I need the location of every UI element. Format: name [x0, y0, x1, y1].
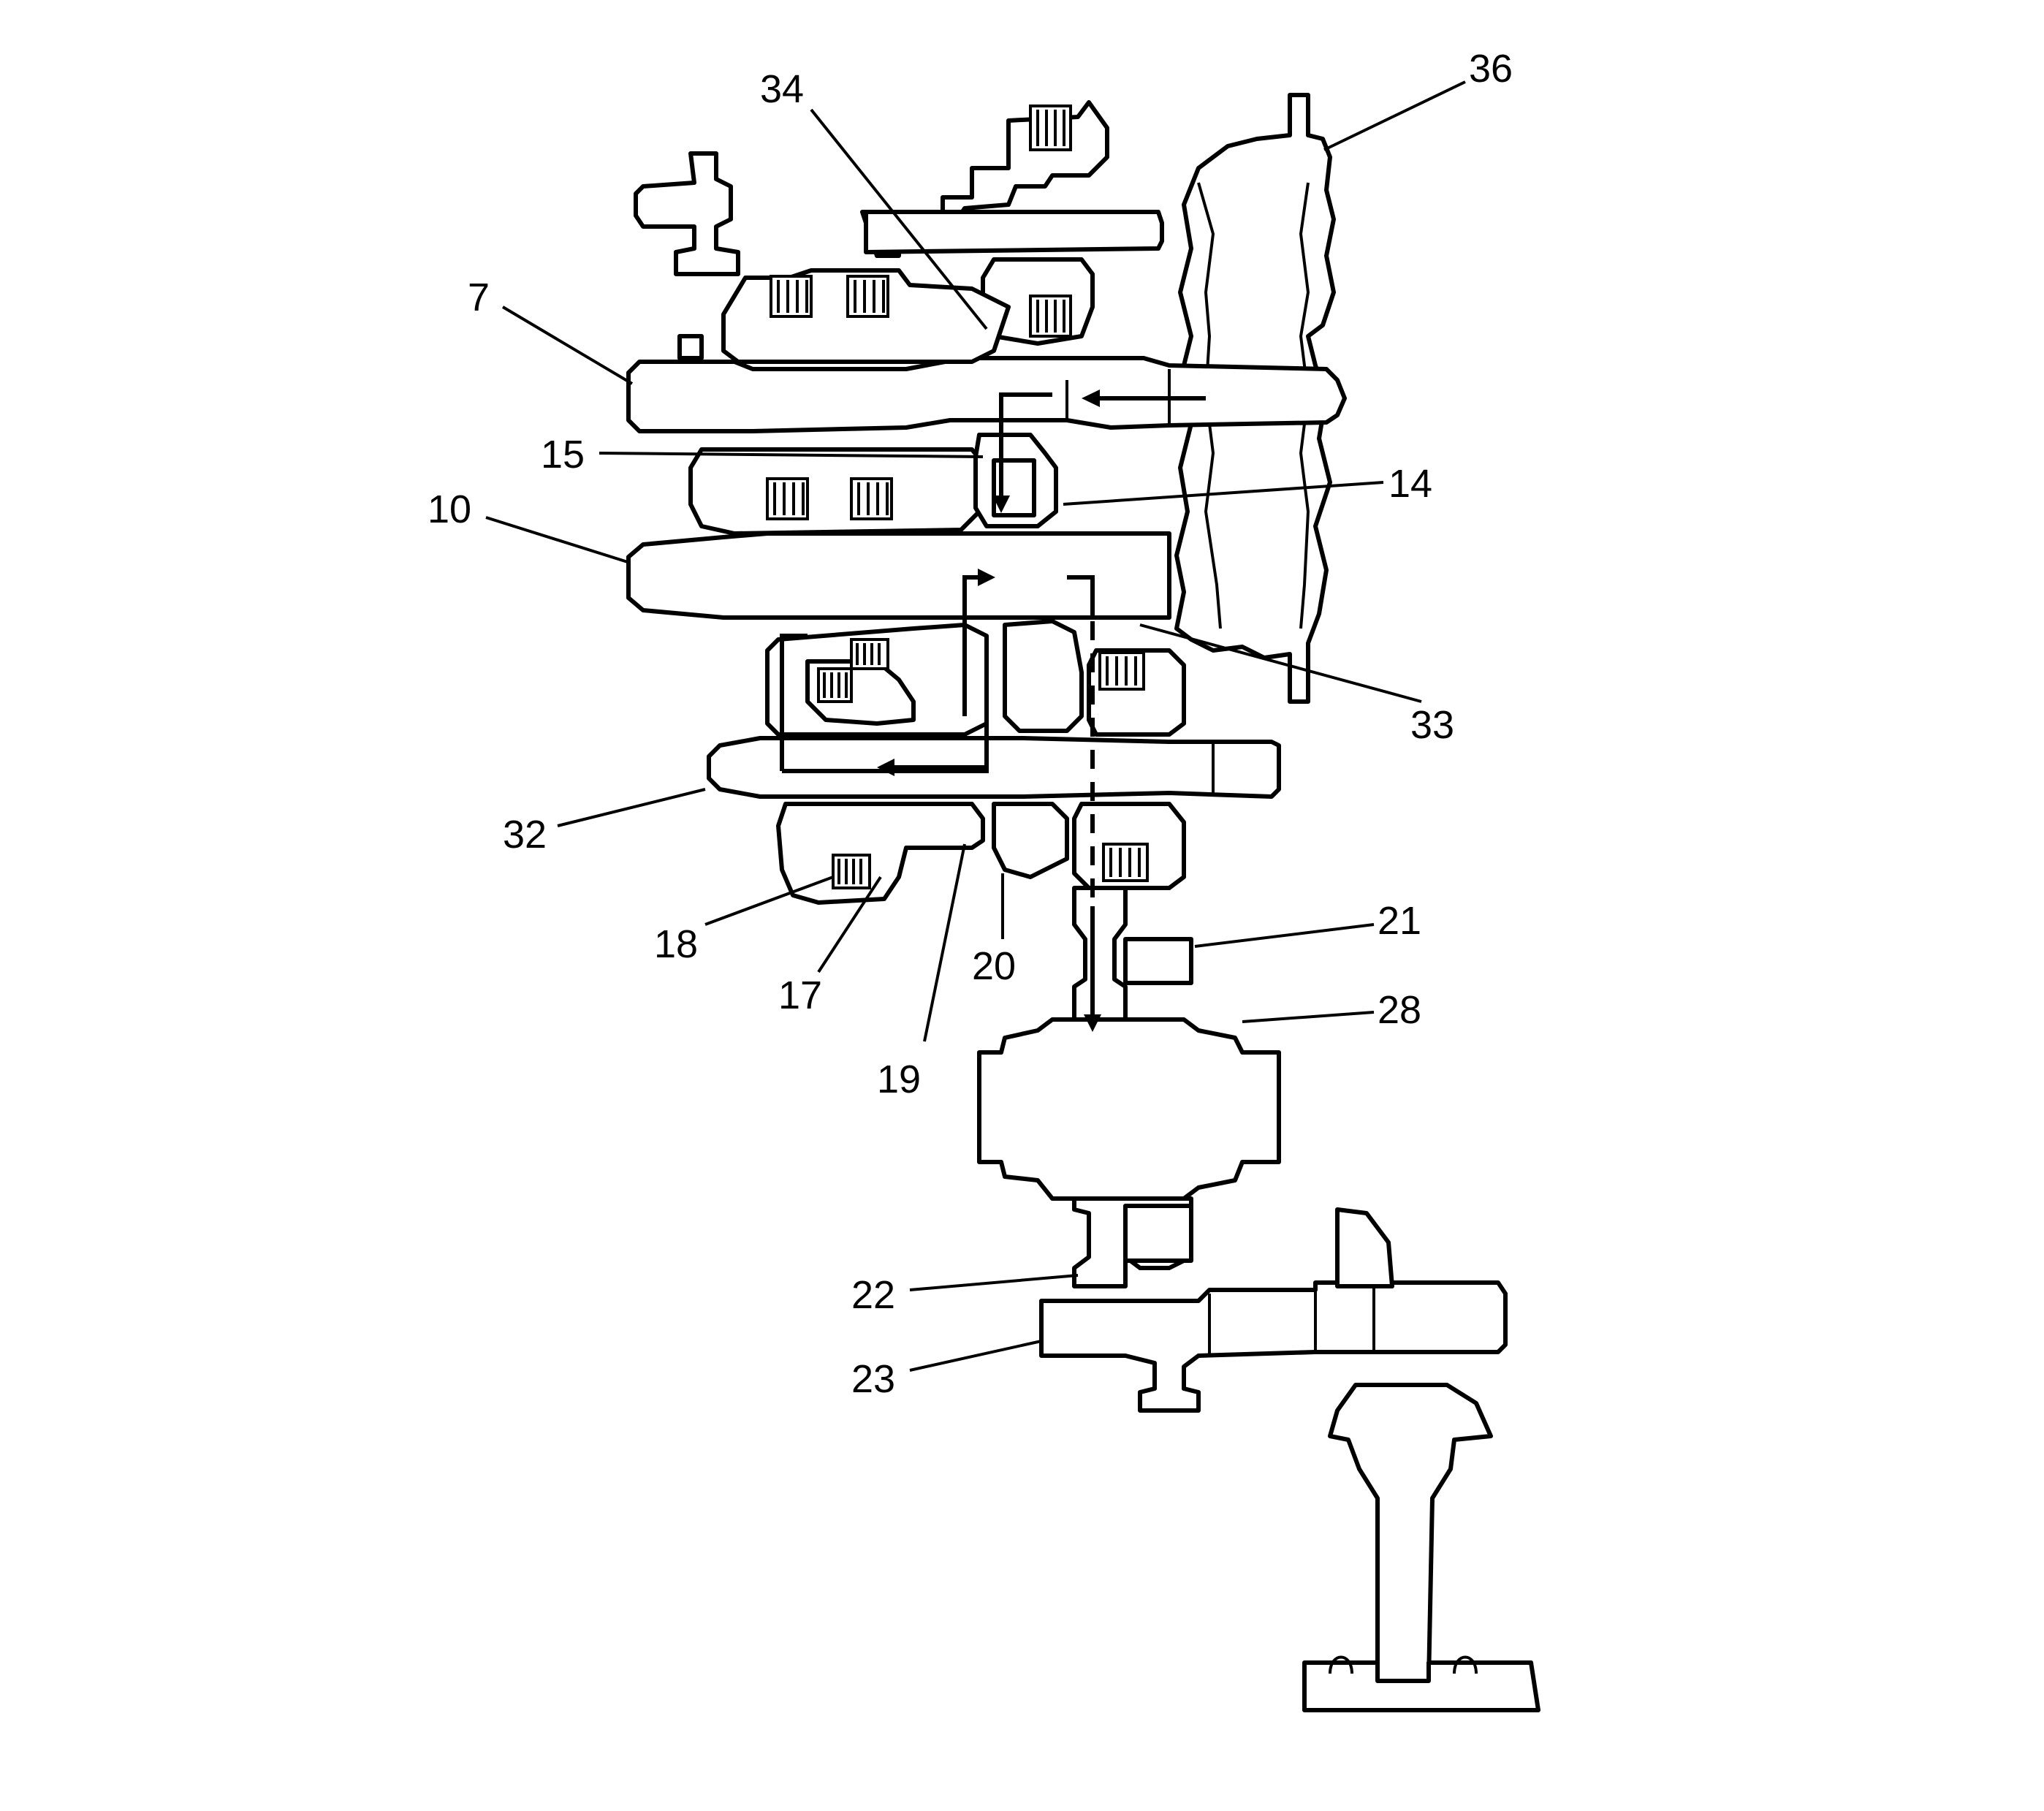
leader-23	[909, 1340, 1042, 1372]
differential-case	[977, 1017, 1281, 1201]
callout-10: 10	[428, 487, 471, 531]
callout-22: 22	[851, 1273, 895, 1317]
leader-32	[557, 788, 706, 827]
input-shaft	[626, 356, 1347, 433]
flow-arrow-head-5	[1084, 1014, 1101, 1032]
callout-18: 18	[654, 922, 698, 966]
leader-18	[704, 876, 834, 926]
callout-17: 17	[778, 973, 822, 1017]
callout-23: 23	[851, 1357, 895, 1401]
halfshaft-and-joint	[1302, 1383, 1540, 1712]
callout-19: 19	[877, 1058, 921, 1101]
callout-21: 21	[1378, 899, 1421, 943]
transfer-gear	[1072, 886, 1193, 1022]
leader-15	[599, 452, 984, 458]
leader-7	[501, 305, 634, 385]
leader-10	[485, 516, 631, 564]
callout-32: 32	[503, 813, 547, 857]
leader-21	[1194, 923, 1375, 948]
leader-19	[923, 843, 966, 1042]
upper-clutch-assembly	[634, 100, 1164, 364]
callout-33: 33	[1410, 703, 1454, 747]
flow-arrow-head-3	[978, 569, 995, 586]
leader-36	[1323, 80, 1466, 151]
leader-34	[810, 108, 988, 330]
flow-arrow-head-1	[1082, 390, 1100, 407]
leader-28	[1242, 1011, 1375, 1023]
callout-15: 15	[541, 433, 585, 477]
flow-arrow-head-2	[992, 496, 1010, 513]
final-drive	[1039, 1196, 1508, 1413]
leader-17	[817, 876, 882, 973]
leader-lines	[485, 80, 1466, 1372]
callout-14: 14	[1388, 462, 1432, 506]
leader-22	[909, 1274, 1079, 1291]
leader-14	[1063, 481, 1384, 506]
callout-labels: 36 34 7 15 14 10 33 32 21 28 18 17 20 19…	[428, 47, 1513, 1401]
callout-34: 34	[760, 67, 804, 111]
leader-33	[1139, 623, 1422, 703]
callout-7: 7	[468, 276, 490, 319]
middle-clutch-assembly	[688, 433, 1058, 536]
flow-arrow-head-4	[877, 759, 894, 776]
output-shaft	[707, 736, 1281, 799]
lower-clutch-assembly	[765, 619, 1186, 737]
callout-36: 36	[1469, 47, 1513, 91]
power-flow-path	[780, 390, 1206, 1032]
callout-28: 28	[1378, 988, 1421, 1032]
callout-20: 20	[972, 944, 1016, 988]
